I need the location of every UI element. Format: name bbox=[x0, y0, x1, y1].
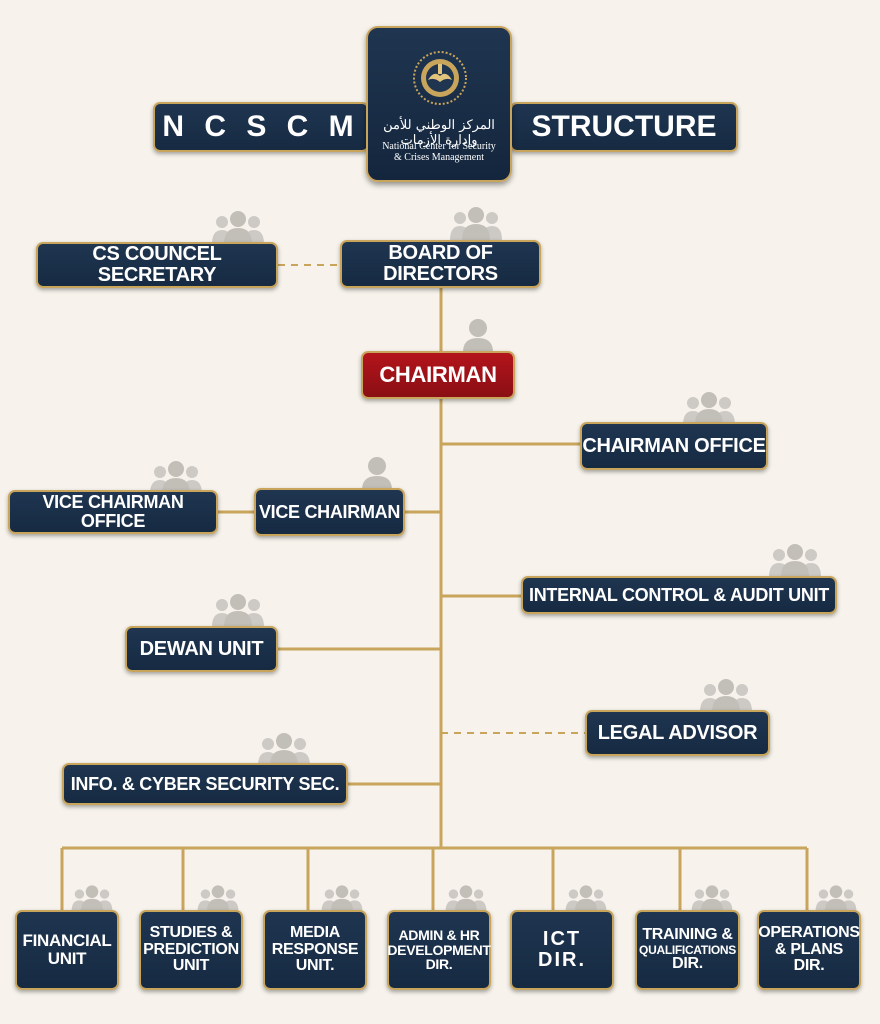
vice-chairman-box: VICE CHAIRMAN bbox=[254, 488, 405, 536]
training-qualifications-dir-box: TRAINING & QUALIFICATIONS DIR. bbox=[635, 910, 740, 990]
legal-advisor-box: LEGAL ADVISOR bbox=[585, 710, 770, 756]
group-icon bbox=[320, 884, 364, 912]
training-line3: DIR. bbox=[672, 955, 703, 973]
group-icon bbox=[70, 884, 114, 912]
emblem-icon bbox=[413, 51, 467, 105]
training-line2: QUALIFICATIONS bbox=[639, 942, 736, 957]
person-icon bbox=[461, 318, 495, 352]
structure-title-text: STRUCTURE bbox=[531, 110, 717, 144]
board-of-directors-label: BOARD OF DIRECTORS bbox=[383, 242, 498, 285]
media-unit-line3: UNIT. bbox=[295, 957, 335, 975]
operations-line2: & PLANS DIR. bbox=[774, 940, 844, 975]
ncscm-title-bar: N C S C M bbox=[153, 102, 369, 152]
group-icon bbox=[444, 884, 488, 912]
admin-hr-line3: DIR. bbox=[425, 956, 453, 973]
logo-arabic-text: المركز الوطني للأمن وإدارة الأزمات bbox=[383, 118, 495, 148]
ict-dir-box: ICT DIR. bbox=[510, 910, 614, 990]
ict-line2: DIR. bbox=[538, 949, 586, 971]
chairman-office-label: CHAIRMAN OFFICE bbox=[582, 434, 766, 457]
group-icon bbox=[814, 884, 858, 912]
group-icon bbox=[690, 884, 734, 912]
vice-chairman-office-label: VICE CHAIRMAN OFFICE bbox=[42, 492, 184, 531]
board-of-directors-box: BOARD OF DIRECTORS bbox=[340, 240, 541, 288]
media-unit-line1: MEDIA bbox=[289, 923, 341, 941]
legal-advisor-label: LEGAL ADVISOR bbox=[597, 721, 758, 744]
group-icon bbox=[448, 206, 504, 240]
internal-control-label: INTERNAL CONTROL & AUDIT UNIT bbox=[529, 584, 829, 605]
internal-control-box: INTERNAL CONTROL & AUDIT UNIT bbox=[521, 576, 837, 614]
cs-council-secretary-box: CS COUNCEL SECRETARY bbox=[36, 242, 278, 288]
ict-line1: ICT bbox=[542, 928, 582, 950]
operations-plans-dir-box: OPERATIONS & PLANS DIR. bbox=[757, 910, 861, 990]
studies-prediction-unit-box: STUDIES & PREDICTION UNIT bbox=[139, 910, 243, 990]
structure-title-bar: STRUCTURE bbox=[510, 102, 738, 152]
cs-council-secretary-label: CS COUNCEL SECRETARY bbox=[92, 243, 222, 286]
financial-unit-line1: FINANCIAL bbox=[22, 931, 112, 951]
media-unit-line2: RESPONSE bbox=[271, 940, 359, 958]
financial-unit-line2: UNIT bbox=[47, 949, 87, 968]
chairman-label: CHAIRMAN bbox=[379, 362, 497, 388]
chairman-office-box: CHAIRMAN OFFICE bbox=[580, 422, 768, 470]
group-icon bbox=[681, 391, 737, 425]
group-icon bbox=[698, 678, 754, 712]
studies-unit-line3: UNIT bbox=[172, 957, 210, 975]
media-response-unit-box: MEDIA RESPONSE UNIT. bbox=[263, 910, 367, 990]
chairman-box: CHAIRMAN bbox=[361, 351, 515, 399]
group-icon bbox=[256, 732, 312, 766]
dewan-unit-box: DEWAN UNIT bbox=[125, 626, 278, 672]
group-icon bbox=[210, 593, 266, 627]
admin-hr-line1: ADMIN & HR bbox=[398, 926, 480, 943]
info-cyber-security-box: INFO. & CYBER SECURITY SEC. bbox=[62, 763, 348, 805]
dewan-unit-label: DEWAN UNIT bbox=[139, 637, 264, 660]
financial-unit-box: FINANCIAL UNIT bbox=[15, 910, 119, 990]
training-line1: TRAINING & bbox=[642, 925, 733, 943]
ncscm-logo: المركز الوطني للأمن وإدارة الأزمات Natio… bbox=[366, 26, 512, 182]
group-icon bbox=[148, 460, 204, 494]
group-icon bbox=[196, 884, 240, 912]
studies-unit-line1: STUDIES & bbox=[149, 923, 233, 941]
admin-hr-line2: DEVELOPMENT bbox=[387, 941, 491, 958]
vice-chairman-label: VICE CHAIRMAN bbox=[258, 501, 401, 522]
studies-unit-line2: PREDICTION bbox=[143, 940, 239, 958]
vice-chairman-office-box: VICE CHAIRMAN OFFICE bbox=[8, 490, 218, 534]
logo-english-line2: & Crises Management bbox=[394, 152, 484, 163]
info-cyber-security-label: INFO. & CYBER SECURITY SEC. bbox=[70, 773, 340, 794]
group-icon bbox=[210, 210, 266, 244]
logo-english-line1: National Center for Security bbox=[382, 141, 496, 152]
ncscm-title-text: N C S C M bbox=[162, 110, 360, 144]
group-icon bbox=[767, 543, 823, 577]
person-icon bbox=[360, 456, 394, 490]
group-icon bbox=[564, 884, 608, 912]
operations-line1: OPERATIONS bbox=[758, 923, 860, 941]
admin-hr-dir-box: ADMIN & HR DEVELOPMENT DIR. bbox=[387, 910, 491, 990]
